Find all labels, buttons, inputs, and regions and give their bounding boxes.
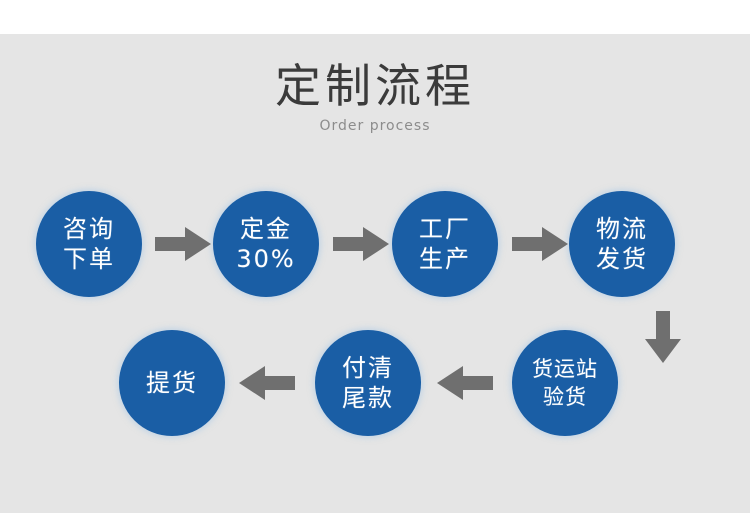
page-subtitle: Order process bbox=[319, 118, 431, 134]
flow-step-logistics-shipping[interactable]: 物流 发货 bbox=[569, 191, 675, 297]
flow-step-label: 物流 发货 bbox=[596, 215, 648, 273]
flow-step-label: 提货 bbox=[146, 369, 198, 397]
flow-step-factory-production[interactable]: 工厂 生产 bbox=[392, 191, 498, 297]
arrow-left-icon bbox=[239, 366, 295, 400]
arrow-right-icon bbox=[155, 227, 211, 261]
flow-step-consult-order[interactable]: 咨询 下单 bbox=[36, 191, 142, 297]
flow-step-label: 工厂 生产 bbox=[419, 215, 471, 273]
flow-step-deposit-30[interactable]: 定金 30% bbox=[213, 191, 319, 297]
flow-step-freight-station-inspection[interactable]: 货运站 验货 bbox=[512, 330, 618, 436]
arrow-left-icon bbox=[437, 366, 493, 400]
diagram-header: 定制流程 Order process bbox=[0, 60, 750, 134]
arrow-down-icon bbox=[645, 311, 681, 363]
flow-step-label: 货运站 验货 bbox=[532, 357, 598, 409]
flow-step-pay-balance[interactable]: 付清 尾款 bbox=[315, 330, 421, 436]
flow-step-label: 定金 30% bbox=[236, 215, 296, 273]
arrow-right-icon bbox=[512, 227, 568, 261]
arrow-right-icon bbox=[333, 227, 389, 261]
flow-step-label: 咨询 下单 bbox=[63, 215, 115, 273]
page-title: 定制流程 bbox=[275, 59, 475, 113]
flow-step-pickup[interactable]: 提货 bbox=[119, 330, 225, 436]
flow-step-label: 付清 尾款 bbox=[342, 354, 394, 412]
